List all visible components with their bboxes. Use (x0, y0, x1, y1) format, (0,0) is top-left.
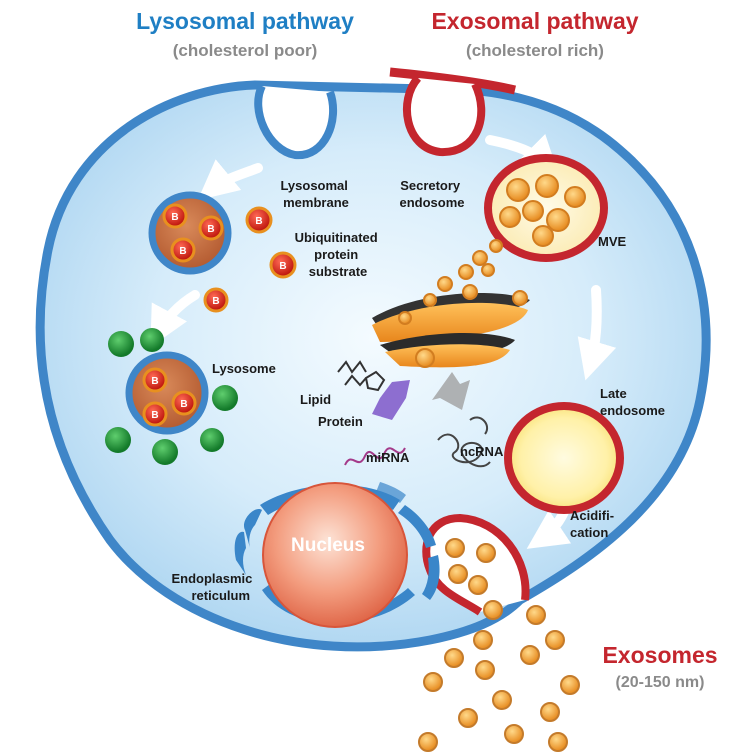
substrate-b: B (171, 390, 197, 416)
lysosomal-invagination (254, 84, 338, 160)
late-endosome (504, 402, 624, 514)
gray-arrow (432, 372, 470, 410)
transport-vesicles (398, 239, 528, 368)
label-ncrna: ncRNA (460, 444, 504, 459)
lysosomal-pathway-subtitle: (cholesterol poor) (173, 41, 318, 60)
exosomal-pathway-subtitle: (cholesterol rich) (466, 41, 604, 60)
lysosome-markers (105, 328, 238, 465)
label-lysosome: Lysosome (212, 361, 276, 376)
exosomal-pathway-title: Exosomal pathway (431, 8, 638, 34)
ubiquitinated-substrates: B B B B B B B B B (142, 203, 297, 427)
substrate-b: B (269, 251, 297, 279)
svg-text:B: B (279, 261, 286, 272)
mve-contents (499, 174, 586, 247)
exosomal-membrane-arc (389, 67, 517, 95)
label-secretory-endosome: Secretory endosome (399, 178, 464, 210)
svg-text:B: B (255, 216, 262, 227)
label-lipid: Lipid (300, 392, 331, 407)
svg-text:B: B (179, 246, 186, 257)
exosomes-title: Exosomes (602, 642, 717, 668)
protein-glyph (372, 380, 410, 420)
svg-text:B: B (207, 224, 214, 235)
svg-text:B: B (151, 410, 158, 421)
ncrna-glyph (437, 416, 491, 468)
label-acidification: Acidifi- cation (570, 508, 618, 540)
substrate-b: B (198, 215, 224, 241)
svg-text:B: B (171, 212, 178, 223)
nucleus (262, 482, 408, 628)
svg-text:B: B (180, 399, 187, 410)
label-er: Endoplasmic reticulum (171, 571, 256, 603)
substrate-b: B (245, 206, 273, 234)
exosomal-invagination (402, 75, 486, 157)
exosomes (418, 538, 580, 752)
label-late-endosome: Late endosome (600, 386, 665, 418)
label-ubiquitinated-substrate: Ubiquitinated protein substrate (295, 230, 382, 279)
label-protein: Protein (318, 414, 363, 429)
substrate-b: B (203, 287, 229, 313)
lysosome (125, 351, 209, 435)
substrate-b: B (142, 401, 168, 427)
golgi-apparatus (372, 293, 530, 368)
substrate-b: B (170, 237, 196, 263)
label-mirna: miRNA (366, 450, 410, 465)
exosomes-size: (20-150 nm) (616, 674, 705, 691)
substrate-b: B (162, 203, 188, 229)
svg-text:B: B (212, 296, 219, 307)
lysosomal-pathway-title: Lysosomal pathway (136, 8, 354, 34)
label-nucleus: Nucleus (291, 535, 365, 556)
mirna-glyph (344, 447, 406, 466)
svg-text:B: B (151, 376, 158, 387)
substrate-b: B (142, 367, 168, 393)
lipid-glyph (337, 360, 386, 392)
label-lysosomal-membrane: Lysosomal membrane (280, 178, 351, 210)
label-mve: MVE (598, 234, 627, 249)
